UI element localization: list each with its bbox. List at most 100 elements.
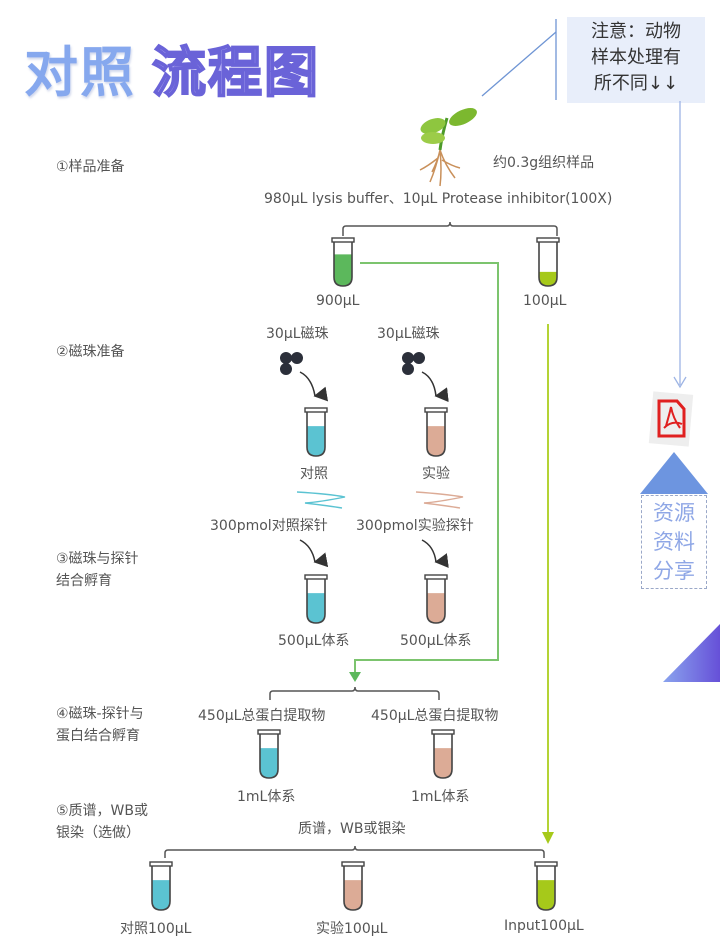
magnetic-beads-icon (402, 352, 425, 375)
tube-liquid (427, 593, 445, 623)
tube-liquid (434, 748, 452, 778)
tube-outline (306, 579, 326, 624)
final-control-tube (149, 861, 173, 911)
control-bead-tube (304, 407, 328, 457)
tube-liquid (307, 593, 325, 623)
tube-rim (257, 729, 281, 735)
note-line: 所不同↓↓ (593, 73, 679, 94)
step-text: ⑤质谱，WB或 (56, 803, 148, 819)
experiment-1ml-label: 1mL体系 (411, 789, 470, 805)
tube-rim (331, 237, 355, 243)
control-tube-label: 对照 (300, 466, 328, 482)
brace (269, 686, 440, 700)
tube-rim (431, 729, 455, 735)
step-text: ④磁珠-探针与 (56, 706, 144, 722)
lysate-flow-line (354, 262, 499, 676)
final-control-label: 对照100μL (120, 921, 192, 937)
experiment-probe-tube (424, 574, 448, 624)
tube-rim (304, 407, 328, 413)
final-header: 质谱，WB或银染 (298, 821, 406, 837)
step-text: 蛋白结合孵育 (56, 728, 140, 744)
final-experiment-tube (341, 861, 365, 911)
final-experiment-label: 实验100μL (316, 921, 388, 937)
beads-right-label: 30μL磁珠 (377, 326, 440, 342)
step-5-label: ⑤质谱，WB或银染（选做） (56, 800, 148, 844)
experiment-protein-tube (431, 729, 455, 779)
note-line: 注意：动物 (591, 21, 681, 42)
final-input-tube (534, 861, 558, 911)
share-text: 资源 (653, 501, 695, 525)
experiment-tube-label: 实验 (422, 466, 450, 482)
experiment-probe-label: 300pmol实验探针 (356, 518, 474, 534)
tube-rim (424, 574, 448, 580)
protein-left-label: 450μL总蛋白提取物 (198, 708, 326, 724)
tube-liquid (334, 254, 352, 286)
split-right-label: 100μL (523, 293, 567, 309)
tube-outline (343, 866, 363, 911)
step-4-label: ④磁珠-探针与蛋白结合孵育 (56, 703, 144, 747)
note-connector (481, 31, 557, 97)
lysate-900-tube (331, 237, 355, 287)
tube-rim (149, 861, 173, 867)
protein-right-label: 450μL总蛋白提取物 (371, 708, 499, 724)
input-flow-arrow-icon (542, 832, 554, 844)
share-text: 资料 (653, 530, 695, 554)
note-box: 注意：动物 样本处理有 所不同↓↓ (567, 17, 705, 103)
beads-left-label: 30μL磁珠 (266, 326, 329, 342)
tube-outline (426, 579, 446, 624)
add-beads-arrow-icon (299, 371, 329, 402)
step-text: 银染（选做） (56, 825, 140, 841)
brace (342, 221, 558, 236)
experiment-bead-tube (424, 407, 448, 457)
add-beads-arrow-icon (421, 371, 449, 403)
step-text: ②磁珠准备 (56, 344, 125, 360)
add-probe-arrow-icon (421, 539, 449, 568)
tube-outline (151, 866, 171, 911)
tube-outline (259, 734, 279, 779)
step-text: ③磁珠与探针 (56, 551, 139, 567)
control-1ml-label: 1mL体系 (237, 789, 296, 805)
lysate-flow-arrow-icon (349, 672, 361, 682)
control-protein-tube (257, 729, 281, 779)
tube-outline (306, 412, 326, 457)
tube-liquid (260, 748, 278, 778)
tube-outline (433, 734, 453, 779)
tube-liquid (539, 271, 557, 286)
brace (164, 845, 545, 858)
sample-label: 约0.3g组织样品 (493, 155, 595, 171)
experiment-probe-icon (415, 491, 464, 509)
page-title: 对照流程图 (24, 28, 320, 107)
plant-seedling-icon (419, 108, 477, 187)
resource-share-box[interactable]: 资源 资料 分享 (641, 495, 707, 589)
share-text: 分享 (653, 559, 695, 583)
control-probe-tube (304, 574, 328, 624)
tube-outline (538, 242, 558, 287)
step-3-label: ③磁珠与探针结合孵育 (56, 548, 139, 592)
tube-outline (333, 242, 353, 287)
control-system-label: 500μL体系 (278, 633, 350, 649)
tube-outline (426, 412, 446, 457)
tube-rim (341, 861, 365, 867)
tube-rim (304, 574, 328, 580)
step-text: 结合孵育 (56, 573, 112, 589)
step-1-label: ①样品准备 (56, 156, 125, 178)
control-probe-label: 300pmol对照探针 (210, 518, 328, 534)
tube-rim (534, 861, 558, 867)
tube-liquid (427, 426, 445, 456)
tube-outline (536, 866, 556, 911)
step-text: ①样品准备 (56, 159, 125, 175)
note-line: 样本处理有 (591, 47, 681, 68)
step-2-label: ②磁珠准备 (56, 341, 125, 363)
share-triangle (640, 452, 708, 494)
note-down-arrow-icon (673, 376, 687, 389)
control-probe-icon (296, 491, 346, 509)
tube-liquid (152, 880, 170, 910)
corner-decoration (663, 624, 720, 682)
tube-rim (536, 237, 560, 243)
tube-liquid (537, 880, 555, 910)
tube-liquid (344, 880, 362, 910)
experiment-system-label: 500μL体系 (400, 633, 472, 649)
split-left-label: 900μL (316, 293, 360, 309)
pdf-icon (648, 391, 694, 447)
